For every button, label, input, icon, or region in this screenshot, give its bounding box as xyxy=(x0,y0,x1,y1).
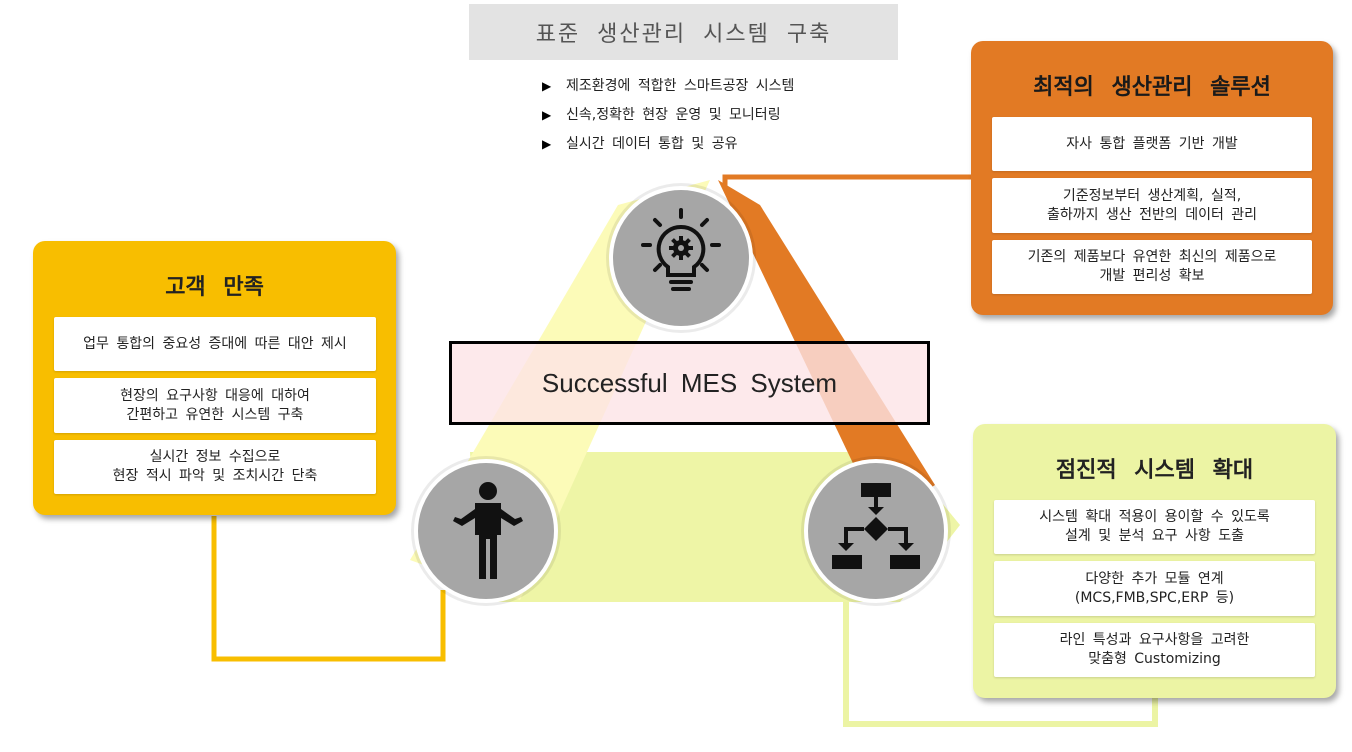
bullet-item: ▶ 실시간 데이터 통합 및 공유 xyxy=(540,130,794,159)
bullet-text: 실시간 데이터 통합 및 공유 xyxy=(566,136,738,152)
connector-left xyxy=(211,516,446,662)
connector-bottom xyxy=(843,598,1158,727)
item-line: 라인 특성과 요구사항을 고려한 xyxy=(1059,632,1250,648)
header-banner: 표준 생산관리 시스템 구축 xyxy=(469,4,898,60)
flowchart-icon xyxy=(804,459,948,603)
item-line: 다양한 추가 모듈 연계 xyxy=(1085,570,1224,587)
person-icon xyxy=(414,459,558,603)
triangle-right-icon: ▶ xyxy=(542,108,552,122)
customer-satisfaction-panel: 고객 만족 업무 통합의 중요성 증대에 따른 대안 제시 현장의 요구사항 대… xyxy=(33,241,396,515)
panel-item: 다양한 추가 모듈 연계 (MCS,FMB,SPC,ERP 등) xyxy=(994,561,1315,616)
band-gap xyxy=(610,425,740,450)
item-line: 출하까지 생산 전반의 데이터 관리 xyxy=(1046,206,1258,223)
connector-top xyxy=(722,174,971,186)
panel-item: 시스템 확대 적용이 용이할 수 있도록 설계 및 분석 요구 사항 도출 xyxy=(994,500,1315,554)
item-line: 맞춤형 Customizing xyxy=(1088,651,1221,667)
header-bullet-list: ▶ 제조환경에 적합한 스마트공장 시스템 ▶ 신속,정확한 현장 운영 및 모니터… xyxy=(540,72,794,159)
incremental-expansion-panel: 점진적 시스템 확대 시스템 확대 적용이 용이할 수 있도록 설계 및 분석 … xyxy=(973,424,1336,698)
mes-system-label: Successful MES System xyxy=(449,341,930,425)
panel-title: 고객 만족 xyxy=(165,275,264,300)
item-line: 간편하고 유연한 시스템 구축 xyxy=(126,406,304,423)
bullet-text: 신속,정확한 현장 운영 및 모니터링 xyxy=(566,107,781,123)
item-line: 기존의 제품보다 유연한 최신의 제품으로 xyxy=(1027,249,1277,265)
item-line: 기준정보부터 생산계획, 실적, xyxy=(1062,187,1242,204)
panel-item: 실시간 정보 수집으로 현장 적시 파악 및 조치시간 단축 xyxy=(54,440,376,494)
item-line: 현장의 요구사항 대응에 대하여 xyxy=(120,387,310,404)
triangle-right-icon: ▶ xyxy=(542,79,552,93)
optimal-solution-panel: 최적의 생산관리 솔루션 자사 통합 플랫폼 기반 개발 기준정보부터 생산계획… xyxy=(971,41,1333,315)
triangle-right-icon: ▶ xyxy=(542,137,552,151)
panel-item: 현장의 요구사항 대응에 대하여 간편하고 유연한 시스템 구축 xyxy=(54,378,376,433)
item-line: 개발 편리성 확보 xyxy=(1099,268,1205,284)
item-line: 업무 통합의 중요성 증대에 따른 대안 제시 xyxy=(83,335,347,352)
panel-item: 기준정보부터 생산계획, 실적, 출하까지 생산 전반의 데이터 관리 xyxy=(992,178,1312,233)
panel-item: 업무 통합의 중요성 증대에 따른 대안 제시 xyxy=(54,317,376,371)
panel-item: 자사 통합 플랫폼 기반 개발 xyxy=(992,117,1312,171)
panel-item: 기존의 제품보다 유연한 최신의 제품으로 개발 편리성 확보 xyxy=(992,240,1312,294)
bullet-item: ▶ 신속,정확한 현장 운영 및 모니터링 xyxy=(540,101,794,130)
item-line: 시스템 확대 적용이 용이할 수 있도록 xyxy=(1039,509,1270,525)
bullet-item: ▶ 제조환경에 적합한 스마트공장 시스템 xyxy=(540,72,794,101)
bullet-text: 제조환경에 적합한 스마트공장 시스템 xyxy=(566,78,795,94)
panel-item: 라인 특성과 요구사항을 고려한 맞춤형 Customizing xyxy=(994,623,1315,677)
panel-title: 점진적 시스템 확대 xyxy=(1055,458,1254,483)
panel-title: 최적의 생산관리 솔루션 xyxy=(1033,75,1271,100)
lightbulb-gear-icon xyxy=(609,186,753,330)
item-line: 자사 통합 플랫폼 기반 개발 xyxy=(1066,135,1238,152)
item-line: 설계 및 분석 요구 사항 도출 xyxy=(1065,528,1244,544)
item-line: (MCS,FMB,SPC,ERP 등) xyxy=(1074,589,1235,606)
item-line: 현장 적시 파악 및 조치시간 단축 xyxy=(112,468,318,484)
item-line: 실시간 정보 수집으로 xyxy=(149,449,281,465)
